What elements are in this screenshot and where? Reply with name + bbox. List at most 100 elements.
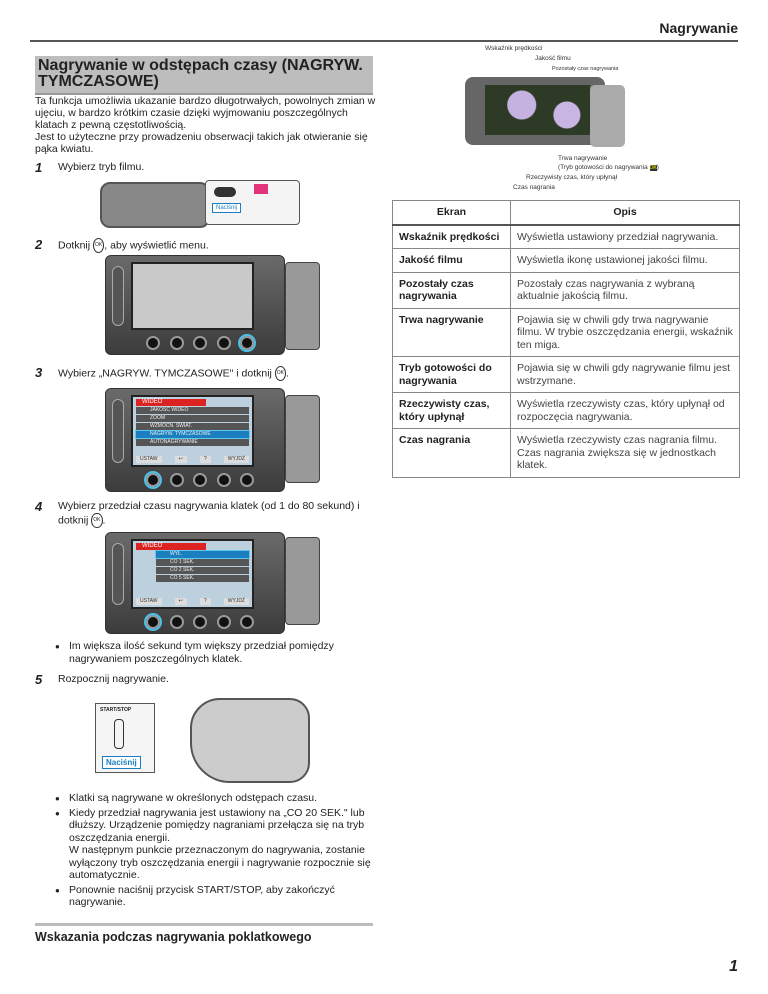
section-heading: Wskazania podczas nagrywania poklatkoweg… (35, 930, 312, 944)
page-number: 1 (729, 958, 738, 975)
menu-item[interactable]: WZMOCN. ŚWIAT. (136, 423, 249, 430)
help-button[interactable]: ? (199, 456, 211, 463)
label-elapsed: Rzeczywisty czas, który upłynął (526, 174, 618, 181)
indicator-cell: Jakość filmu (392, 248, 511, 273)
description-cell: Pojawia się w chwili gdy nagrywanie film… (510, 356, 740, 393)
video-mode-icon (254, 184, 268, 194)
label-recording: Trwa nagrywanie (558, 155, 608, 162)
camera-hinge (285, 537, 320, 625)
exit-button[interactable]: WYJDŹ (223, 598, 249, 605)
description-cell: Pozostały czas nagrywania z wybraną aktu… (510, 271, 740, 309)
intro-paragraph: Ta funkcja umożliwia ukazanie bardzo dłu… (35, 95, 376, 131)
note-text: Kiedy przedział nagrywania jest ustawion… (69, 806, 365, 844)
label-standby-end: ) (656, 164, 659, 171)
screen-indicators-diagram: Wskaźnik prędkości Jakość filmu Pozostał… (440, 45, 659, 195)
option[interactable]: CO 5 SEK. (156, 575, 249, 582)
mode-button-callout: Naciśnij (205, 180, 300, 225)
lcd (131, 262, 254, 330)
intro-text: Ta funkcja umożliwia ukazanie bardzo dłu… (35, 95, 380, 155)
step-text: Dotknij (58, 239, 91, 252)
step-number: 2 (35, 237, 43, 252)
live-view-image (485, 85, 590, 135)
back-button[interactable]: ↩ (174, 456, 187, 463)
menu-tab: WIDEO (136, 399, 206, 406)
note-text: W następnym punkcie przeznaczonym do nag… (69, 844, 371, 881)
step-text: Wybierz „NAGRYW. TYMCZASOWE" i dotknij (58, 367, 272, 380)
ok-icon: OK (274, 366, 287, 381)
step-text: , aby wyświetlić menu. (104, 239, 209, 252)
ok-icon: OK (649, 165, 657, 171)
step-number: 1 (35, 160, 43, 175)
ok-icon: OK (93, 238, 105, 253)
ok-icon: OK (91, 513, 103, 528)
camera-illustration (100, 182, 210, 228)
step-text: Rozpocznij nagrywanie. (58, 673, 169, 685)
set-button[interactable]: USTAW (136, 598, 162, 605)
menu-item[interactable]: AUTONAGRYWANIE (136, 439, 249, 446)
description-cell: Wyświetla ustawiony przedział nagrywania… (510, 224, 740, 249)
camera-hinge (590, 85, 625, 147)
start-stop-callout: START/STOP Naciśnij (95, 703, 155, 773)
slider (112, 266, 124, 326)
press-label: Naciśnij (212, 203, 242, 213)
label-standby: (Tryb gotowości do nagrywania (558, 164, 648, 171)
start-stop-button-icon (114, 719, 124, 749)
menu-lcd: WIDEO WYŁ.CO 1 SEK.CO 2 SEK.CO 5 SEK. US… (131, 539, 254, 609)
page-title: Nagrywanie w odstępach czasy (NAGRYW. TY… (35, 56, 373, 95)
column-header: Opis (510, 200, 740, 226)
description-cell: Wyświetla ikonę ustawionej jakości filmu… (510, 248, 740, 273)
indicator-cell: Rzeczywisty czas, który upłynął (392, 392, 511, 429)
option[interactable]: CO 2 SEK. (156, 567, 249, 574)
label-speed: Wskaźnik prędkości (485, 45, 543, 52)
camera-screen-4: WIDEO WYŁ.CO 1 SEK.CO 2 SEK.CO 5 SEK. US… (105, 532, 285, 634)
step-number: 3 (35, 365, 43, 380)
option-selected[interactable]: WYŁ. (155, 550, 250, 559)
step-4-notes: Im większa ilość sekund tym większy prze… (55, 640, 385, 667)
indicator-cell: Tryb gotowości do nagrywania (392, 356, 511, 393)
indicator-cell: Pozostały czas nagrywania (392, 271, 511, 309)
step-text: Wybierz tryb filmu. (58, 161, 145, 173)
indicator-cell: Wskaźnik prędkości (392, 224, 511, 249)
menu-tab: WIDEO (136, 543, 206, 550)
menu-item-selected[interactable]: NAGRYW. TYMCZASOWE (135, 430, 250, 439)
back-button[interactable]: ↩ (174, 598, 187, 605)
exit-button[interactable]: WYJDŹ (223, 456, 249, 463)
camera-illustration (190, 698, 310, 783)
step-text: . (102, 514, 106, 527)
indicator-cell: Trwa nagrywanie (392, 307, 511, 357)
option[interactable]: CO 1 SEK. (156, 559, 249, 566)
indicator-cell: Czas nagrania (392, 428, 511, 478)
note: Im większa ilość sekund tym większy prze… (55, 640, 385, 665)
description-cell: Wyświetla rzeczywisty czas nagrania film… (510, 428, 740, 478)
set-button[interactable]: USTAW (136, 456, 162, 463)
menu-item[interactable]: ZOOM (136, 415, 249, 422)
step-text: Wybierz przedział czasu nagrywania klate… (58, 500, 360, 527)
note: Kiedy przedział nagrywania jest ustawion… (55, 807, 385, 882)
step-1: 1 Wybierz tryb filmu. (35, 161, 380, 174)
label-rec-time: Czas nagrania (513, 184, 555, 191)
note: Klatki są nagrywane w określonych odstęp… (55, 792, 385, 805)
section-header: Nagrywanie (659, 20, 738, 36)
section-divider (35, 923, 373, 926)
start-stop-label: START/STOP (100, 707, 132, 713)
help-button[interactable]: ? (199, 598, 211, 605)
camera-hinge (285, 262, 320, 350)
step-5-notes: Klatki są nagrywane w określonych odstęp… (55, 792, 385, 911)
mode-button-icon (214, 187, 236, 197)
note: Ponownie naciśnij przycisk START/STOP, a… (55, 884, 385, 909)
label-remaining: Pozostały czas nagrywania (552, 66, 619, 72)
menu-item[interactable]: JAKOŚĆ WIDEO (136, 407, 249, 414)
